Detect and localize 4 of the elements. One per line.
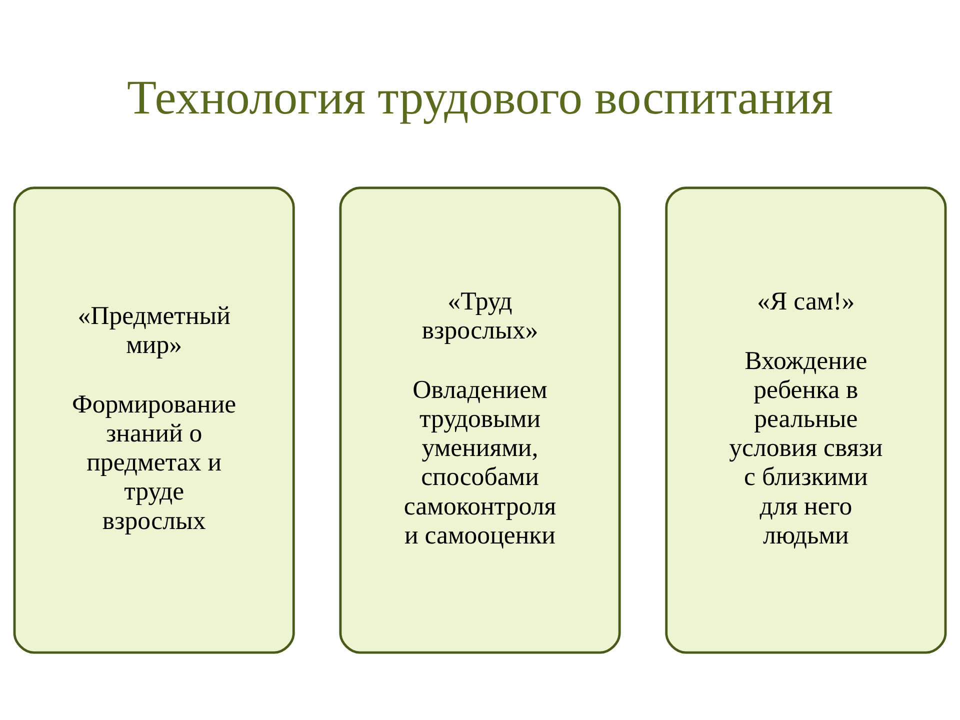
diagram-title: Технология трудового воспитания [126,71,834,124]
node-box: «Труд взрослых» Овладением трудовыми умениями, способами самоконтроля и самооценки [339,186,621,654]
node-box: «Я сам!» Вхождение ребенка в реальные условия связи с близкими для него людьми [665,186,947,654]
node-box: «Предметный мир» Формирование знаний о предметах и труде взрослых [13,186,295,654]
